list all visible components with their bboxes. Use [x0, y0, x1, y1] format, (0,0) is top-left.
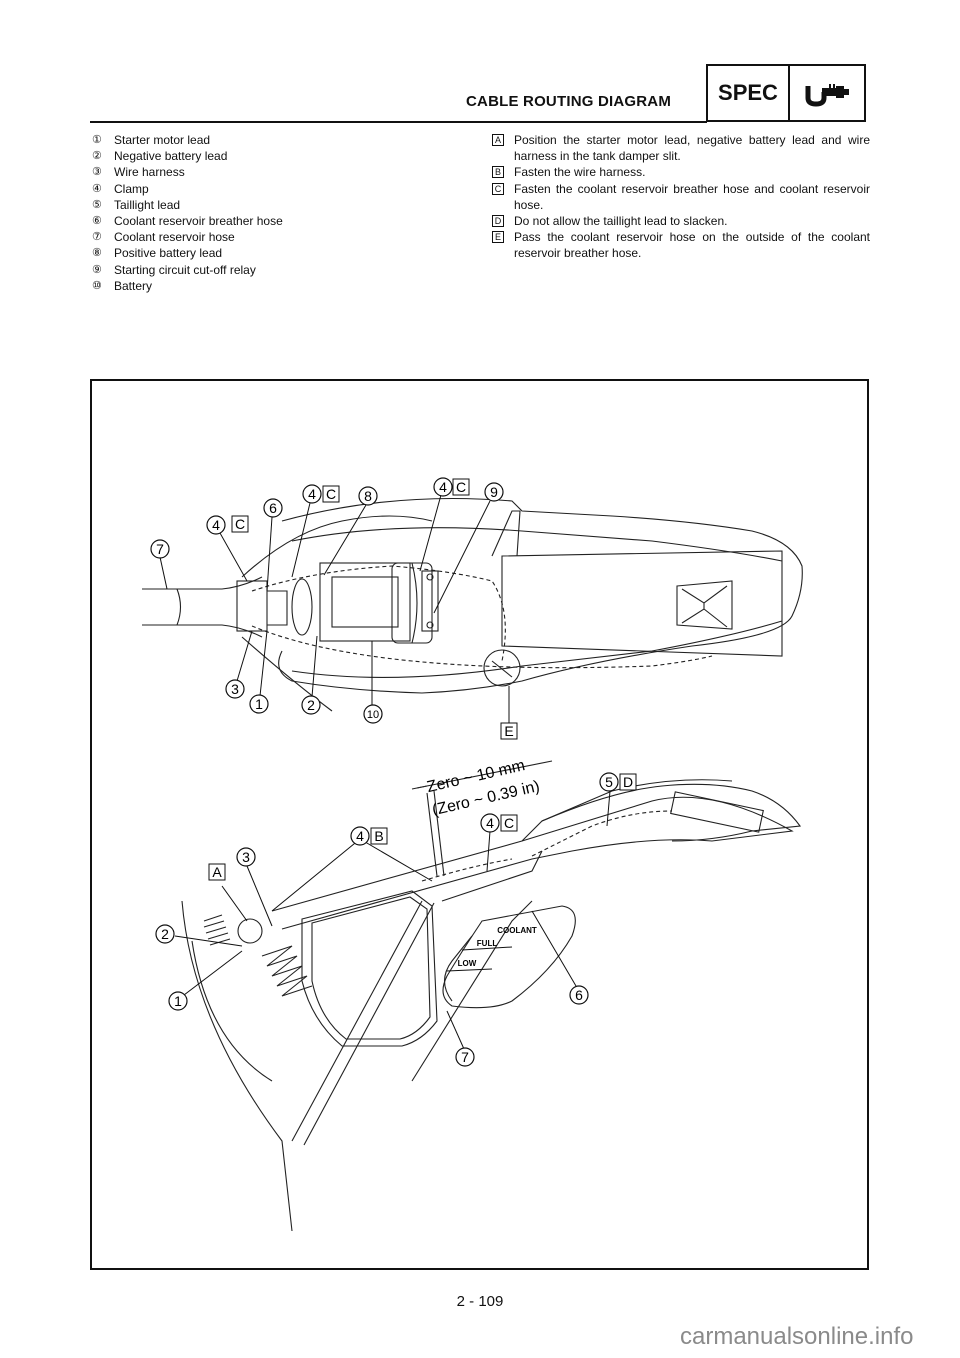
callout-2: 2 [155, 924, 175, 944]
svg-text:3: 3 [242, 849, 250, 865]
svg-text:C: C [235, 516, 245, 532]
svg-text:6: 6 [269, 500, 277, 516]
svg-text:10: 10 [367, 709, 379, 721]
svg-text:7: 7 [156, 541, 164, 557]
callout-8: 8 [358, 486, 378, 506]
svg-text:3: 3 [231, 681, 239, 697]
section-title: CABLE ROUTING DIAGRAM [466, 93, 672, 110]
svg-text:C: C [326, 486, 336, 502]
callout-10: 10 [363, 704, 383, 724]
key-E: E [500, 722, 518, 740]
svg-text:1: 1 [255, 696, 263, 712]
top-view-drawing [142, 497, 803, 712]
key-C: C [500, 814, 518, 832]
svg-text:2: 2 [307, 697, 315, 713]
key-C: C [231, 515, 249, 533]
callout-1: 1 [168, 991, 188, 1011]
key-C: C [322, 485, 340, 503]
svg-text:A: A [212, 864, 222, 880]
side-view-drawing [181, 760, 802, 1232]
cable-routing-figure: 7 4 C 6 4 C 8 4 C 9 3 1 2 10 [90, 379, 869, 1270]
svg-text:8: 8 [364, 488, 372, 504]
key-B: B [370, 827, 388, 845]
callout-4: 4 [480, 813, 500, 833]
svg-text:5: 5 [605, 774, 613, 790]
svg-text:9: 9 [490, 484, 498, 500]
callout-4: 4 [206, 515, 226, 535]
callout-1: 1 [249, 694, 269, 714]
spec-badge: SPEC [706, 64, 866, 122]
key-C: C [452, 478, 470, 496]
callout-7: 7 [150, 539, 170, 559]
callout-4: 4 [302, 484, 322, 504]
reservoir-low: LOW [458, 959, 477, 968]
svg-text:C: C [504, 815, 514, 831]
svg-text:D: D [623, 774, 633, 790]
callout-5: 5 [599, 772, 619, 792]
key-A: A [208, 863, 226, 881]
callout-3: 3 [236, 847, 256, 867]
callout-4: 4 [433, 477, 453, 497]
svg-text:2: 2 [161, 926, 169, 942]
svg-text:B: B [374, 828, 383, 844]
side-view-callouts: Zero ~ 10 mm (Zero ~ 0.39 in) 5 D 4 B 4 … [155, 757, 637, 1067]
reservoir-brand: COOLANT [497, 926, 537, 935]
key-D: D [619, 773, 637, 791]
diagram-svg: 7 4 C 6 4 C 8 4 C 9 3 1 2 10 [142, 477, 803, 1232]
callout-7: 7 [455, 1047, 475, 1067]
callout-4: 4 [350, 826, 370, 846]
micrometer-icon [790, 66, 864, 120]
top-view-callouts: 7 4 C 6 4 C 8 4 C 9 3 1 2 10 [150, 477, 518, 740]
callout-3: 3 [225, 679, 245, 699]
header-rule [90, 121, 707, 123]
svg-text:4: 4 [486, 815, 494, 831]
page-number: 2 - 109 [456, 1293, 504, 1310]
svg-text:4: 4 [439, 479, 447, 495]
svg-text:7: 7 [461, 1049, 469, 1065]
svg-text:E: E [504, 723, 513, 739]
callout-2: 2 [301, 695, 321, 715]
svg-text:1: 1 [174, 993, 182, 1009]
svg-text:4: 4 [308, 486, 316, 502]
svg-text:4: 4 [356, 828, 364, 844]
spec-label: SPEC [708, 66, 790, 120]
svg-text:C: C [456, 479, 466, 495]
callout-6: 6 [569, 985, 589, 1005]
svg-text:6: 6 [575, 987, 583, 1003]
callout-6: 6 [263, 498, 283, 518]
reservoir-full: FULL [477, 939, 498, 948]
callout-9: 9 [484, 482, 504, 502]
svg-text:4: 4 [212, 517, 220, 533]
watermark: carmanualsonline.info [680, 1323, 914, 1350]
